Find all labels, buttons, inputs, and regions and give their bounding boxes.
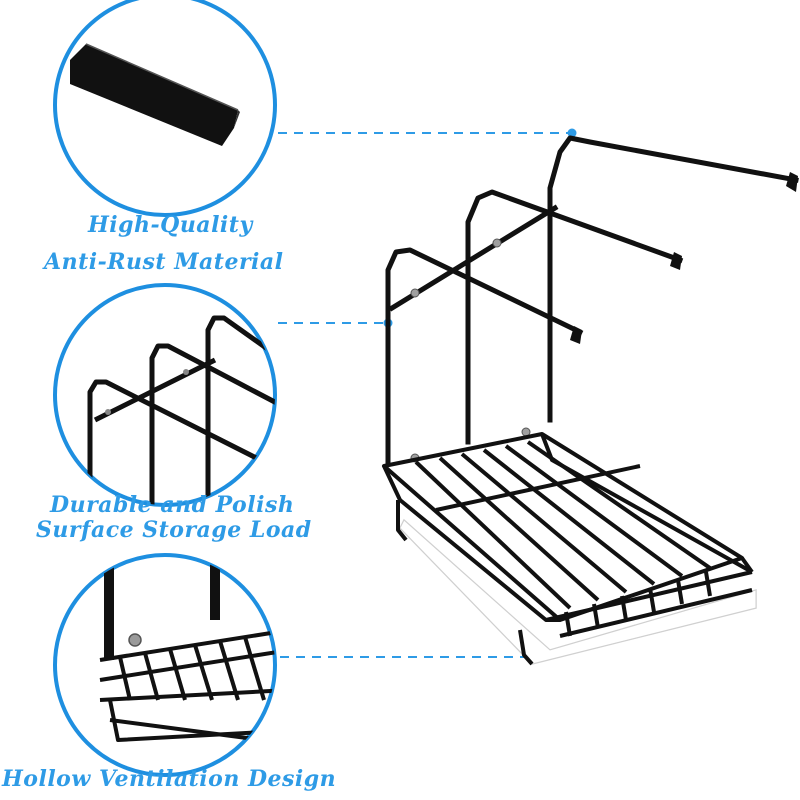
feature-title-ventilation: Hollow Ventilation Design xyxy=(2,766,337,792)
product-rack xyxy=(382,135,799,666)
feature-title-material-line1: High-Quality xyxy=(88,212,253,238)
connector-dot xyxy=(567,128,577,138)
detail-circle-material xyxy=(53,0,277,217)
connector-lines xyxy=(278,132,568,658)
feature-title-surface-line2: Surface Storage Load xyxy=(36,517,312,543)
feature-title-material-line2: Anti-Rust Material xyxy=(44,249,284,275)
detail-circle-surface xyxy=(53,283,277,507)
detail-circle-ventilation xyxy=(53,553,277,777)
feature-title-surface-line1: Durable and Polish xyxy=(50,492,295,518)
